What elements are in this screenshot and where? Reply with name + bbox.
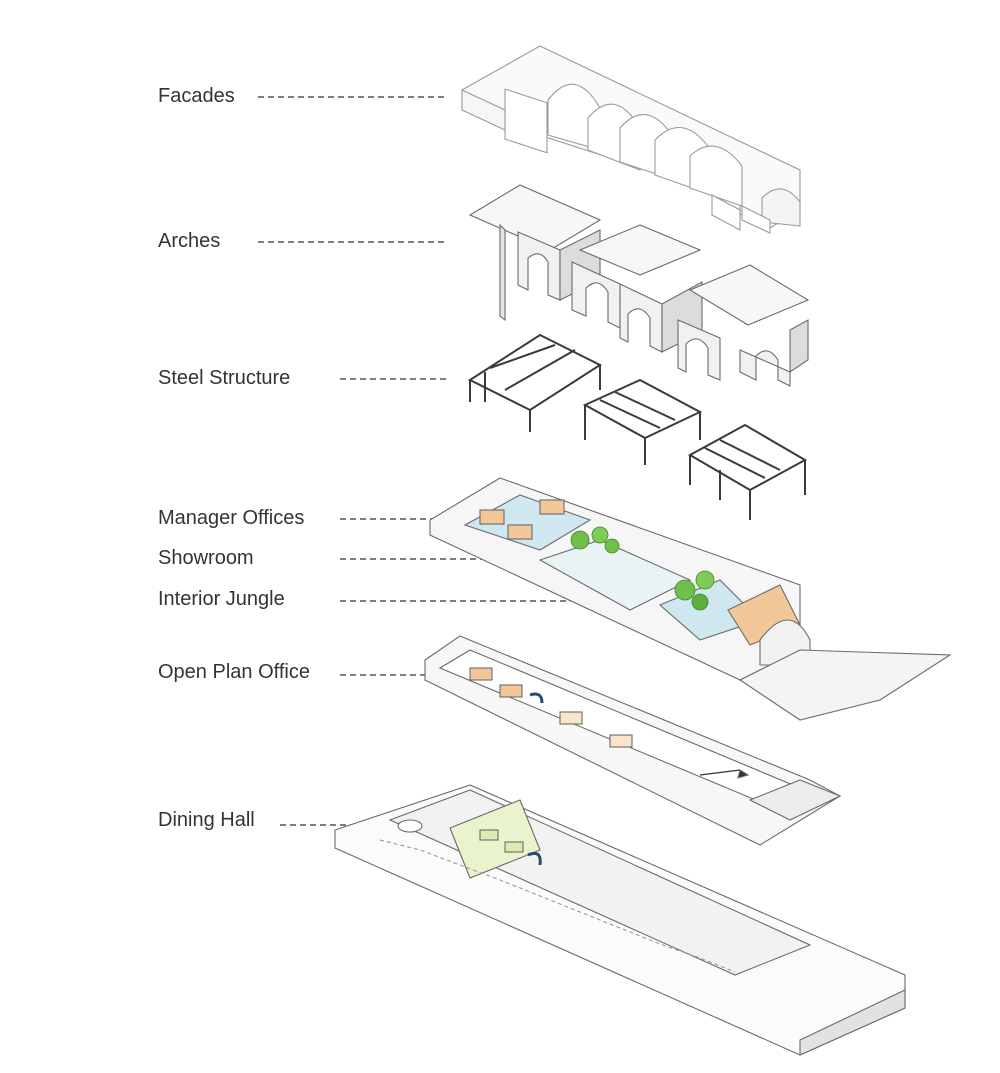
open-plan-office-layer: [424, 635, 842, 846]
label-interior-jungle: Interior Jungle: [158, 588, 285, 610]
label-dining-hall: Dining Hall: [158, 809, 255, 831]
dining-hall-layer: [334, 784, 906, 1056]
label-manager-offices: Manager Offices: [158, 507, 305, 529]
arches-layer: [468, 184, 810, 387]
label-showroom: Showroom: [158, 547, 254, 569]
manager-office-desk-1: [479, 509, 505, 525]
label-arches: Arches: [158, 230, 221, 252]
glass-floor-showroom: [463, 494, 592, 551]
manager-office-desk-3: [539, 499, 565, 515]
steel-structure-layer: [467, 333, 808, 520]
interior-jungle-trees: [570, 526, 715, 611]
facades-layer: [461, 45, 801, 234]
label-steel-structure: Steel Structure: [158, 367, 291, 389]
label-facades: Facades: [158, 85, 235, 107]
label-open-plan-office: Open Plan Office: [158, 661, 310, 683]
manager-office-desk-2: [507, 524, 533, 540]
